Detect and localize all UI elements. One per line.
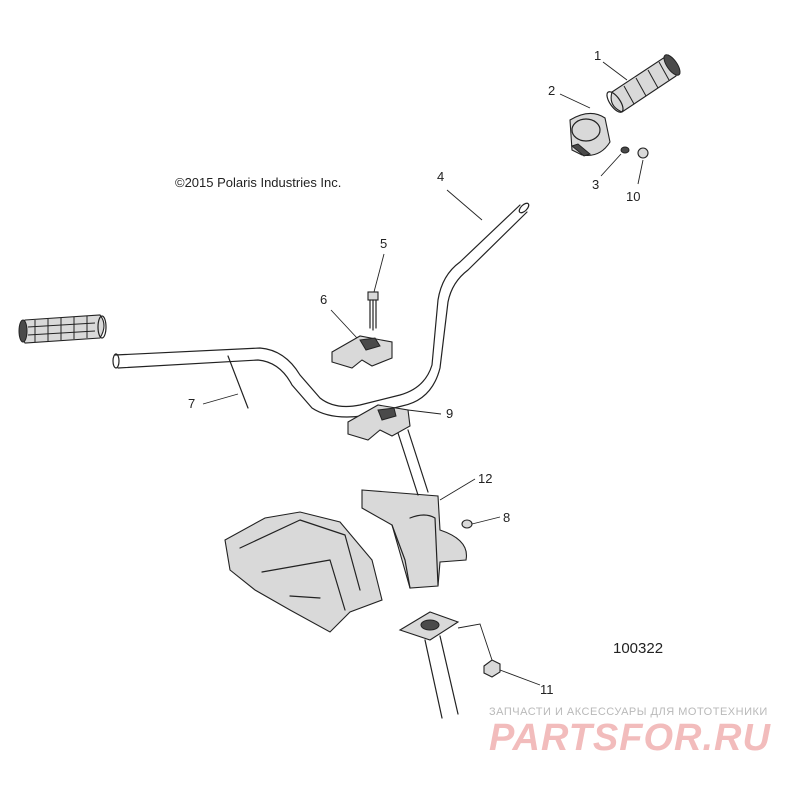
clamp-bottom: [347, 404, 411, 441]
cable-strap: [227, 355, 249, 409]
callout-5: 5: [380, 236, 388, 251]
right-grip: [606, 54, 681, 113]
callout-3: 3: [592, 177, 600, 192]
left-grip: [18, 314, 107, 344]
callout-4: 4: [437, 169, 445, 184]
screw-3: [620, 146, 630, 154]
leader-lines: [202, 61, 644, 686]
callout-1: 1: [594, 48, 602, 63]
handlebar: [112, 202, 530, 418]
watermark-tagline: ЗАПЧАСТИ И АКСЕССУАРЫ ДЛЯ МОТОТЕХНИКИ: [489, 706, 768, 718]
callout-6: 6: [320, 292, 328, 307]
screw-10: [637, 147, 649, 159]
callout-9: 9: [446, 406, 454, 421]
callout-7: 7: [188, 396, 196, 411]
callout-11: 11: [540, 682, 554, 697]
copyright-text: ©2015 Polaris Industries Inc.: [175, 175, 342, 190]
callout-12: 12: [478, 471, 493, 486]
screw-8: [461, 519, 473, 529]
callout-8: 8: [503, 510, 511, 525]
callout-2: 2: [548, 83, 556, 98]
steering-post: [397, 429, 460, 719]
bracket: [361, 489, 468, 589]
diagram-number: 100322: [613, 640, 664, 657]
instrument-pod-housing: [224, 511, 383, 633]
nut-11: [483, 659, 501, 678]
clamp-top: [331, 335, 393, 369]
watermark-logo: PARTSFOR.RU: [489, 717, 771, 759]
bolt-5: [367, 291, 379, 331]
throttle-housing: [569, 112, 611, 157]
callout-10: 10: [626, 189, 641, 204]
